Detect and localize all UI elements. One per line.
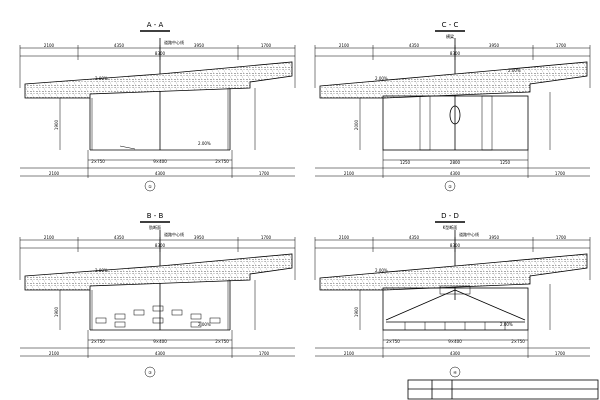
bottom-dimension-chain: 2×750 9×400 2×750 2100 4300 1700 <box>315 330 590 358</box>
svg-text:①: ① <box>148 184 152 189</box>
svg-text:4350: 4350 <box>114 235 125 240</box>
svg-text:2×750: 2×750 <box>91 159 105 164</box>
svg-text:1700: 1700 <box>259 351 270 356</box>
svg-text:2800: 2800 <box>450 160 461 165</box>
svg-text:3950: 3950 <box>489 43 500 48</box>
section-title: B - B <box>147 212 164 220</box>
svg-text:道路中心线: 道路中心线 <box>459 231 479 237</box>
svg-text:2×750: 2×750 <box>215 159 229 164</box>
svg-text:2100: 2100 <box>339 43 350 48</box>
k-bracing <box>385 285 526 330</box>
svg-text:9×400: 9×400 <box>448 339 462 344</box>
svg-text:2.00%: 2.00% <box>95 268 108 273</box>
svg-text:1700: 1700 <box>555 171 566 176</box>
svg-text:道路中心线: 道路中心线 <box>164 231 184 237</box>
deck-slab <box>24 253 293 291</box>
svg-text:3950: 3950 <box>489 235 500 240</box>
svg-text:1700: 1700 <box>261 235 272 240</box>
section-title: A - A <box>147 21 164 29</box>
section-marker <box>144 366 156 378</box>
svg-text:3950: 3950 <box>194 235 205 240</box>
section-c-c: C - C 横梁 2100 4350 3950 1700 8300 2.00% … <box>314 21 591 192</box>
svg-text:1700: 1700 <box>556 235 567 240</box>
svg-text:4350: 4350 <box>409 43 420 48</box>
svg-text:1700: 1700 <box>259 171 270 176</box>
svg-text:2×750: 2×750 <box>386 339 400 344</box>
svg-text:2100: 2100 <box>44 235 55 240</box>
svg-text:2×750: 2×750 <box>91 339 105 344</box>
svg-text:4350: 4350 <box>114 43 125 48</box>
deck-slab <box>319 61 588 99</box>
svg-text:③: ③ <box>148 370 152 375</box>
web-height: 1900 <box>54 119 59 130</box>
svg-text:②: ② <box>448 184 452 189</box>
section-marker <box>144 180 156 192</box>
svg-text:2.00%: 2.00% <box>508 68 521 73</box>
svg-text:1900: 1900 <box>54 306 59 317</box>
svg-text:1700: 1700 <box>261 43 272 48</box>
access-hole <box>449 105 461 125</box>
svg-text:2000: 2000 <box>354 119 359 130</box>
svg-text:2100: 2100 <box>339 235 350 240</box>
bottom-dimension-chain: 2×750 9×400 2×750 2100 4300 1700 <box>20 150 295 178</box>
svg-text:1700: 1700 <box>555 351 566 356</box>
section-title: D - D <box>441 212 459 220</box>
section-b-b: B - B 肋断面 2100 4350 3950 1700 8300 道路中心线 <box>19 212 296 378</box>
svg-text:2100: 2100 <box>344 351 355 356</box>
svg-text:2.00%: 2.00% <box>500 322 513 327</box>
deck-slab <box>24 61 293 99</box>
section-d-d: D - D K型断面 2100 4350 3950 1700 8300 道路中心… <box>314 212 591 378</box>
svg-text:3950: 3950 <box>194 43 205 48</box>
svg-text:2100: 2100 <box>344 171 355 176</box>
section-subtitle: 肋断面 <box>149 224 161 230</box>
svg-text:4300: 4300 <box>450 171 461 176</box>
svg-text:2.00%: 2.00% <box>375 76 388 81</box>
svg-text:4300: 4300 <box>155 351 166 356</box>
svg-text:2100: 2100 <box>44 43 55 48</box>
svg-text:④: ④ <box>453 370 457 375</box>
section-marker <box>444 180 456 192</box>
slope-left: 2.00% <box>95 76 108 81</box>
section-subtitle: K型断面 <box>443 224 458 230</box>
svg-text:9×400: 9×400 <box>153 159 167 164</box>
svg-text:1700: 1700 <box>556 43 567 48</box>
section-a-a: A - A 2100 4350 3950 1700 8300 道路中心线 2 <box>19 21 296 192</box>
svg-text:4300: 4300 <box>450 351 461 356</box>
svg-text:1900: 1900 <box>354 306 359 317</box>
svg-text:1250: 1250 <box>500 160 511 165</box>
svg-text:2×750: 2×750 <box>511 339 525 344</box>
diaphragm <box>382 95 529 151</box>
svg-text:9×400: 9×400 <box>153 339 167 344</box>
svg-text:1250: 1250 <box>400 160 411 165</box>
svg-text:2.00%: 2.00% <box>198 322 211 327</box>
svg-text:2×750: 2×750 <box>215 339 229 344</box>
bottom-dimension-chain: 2×750 9×400 2×750 2100 4300 1700 <box>20 330 295 358</box>
section-subtitle: 横梁 <box>446 33 454 39</box>
title-block <box>407 379 599 400</box>
svg-text:4350: 4350 <box>409 235 420 240</box>
section-marker <box>449 366 461 378</box>
slope-right: 2.00% <box>198 141 211 146</box>
rib-stiffeners <box>95 305 221 328</box>
bottom-dimension-chain: 1250 2800 1250 2100 4300 1700 <box>315 150 590 178</box>
section-title: C - C <box>442 21 459 29</box>
svg-text:4300: 4300 <box>155 171 166 176</box>
box-girder <box>382 287 529 331</box>
centerline-label: 道路中心线 <box>164 39 184 45</box>
deck-slab <box>319 253 588 291</box>
svg-text:2100: 2100 <box>49 171 60 176</box>
svg-text:2100: 2100 <box>49 351 60 356</box>
svg-text:2.00%: 2.00% <box>375 268 388 273</box>
